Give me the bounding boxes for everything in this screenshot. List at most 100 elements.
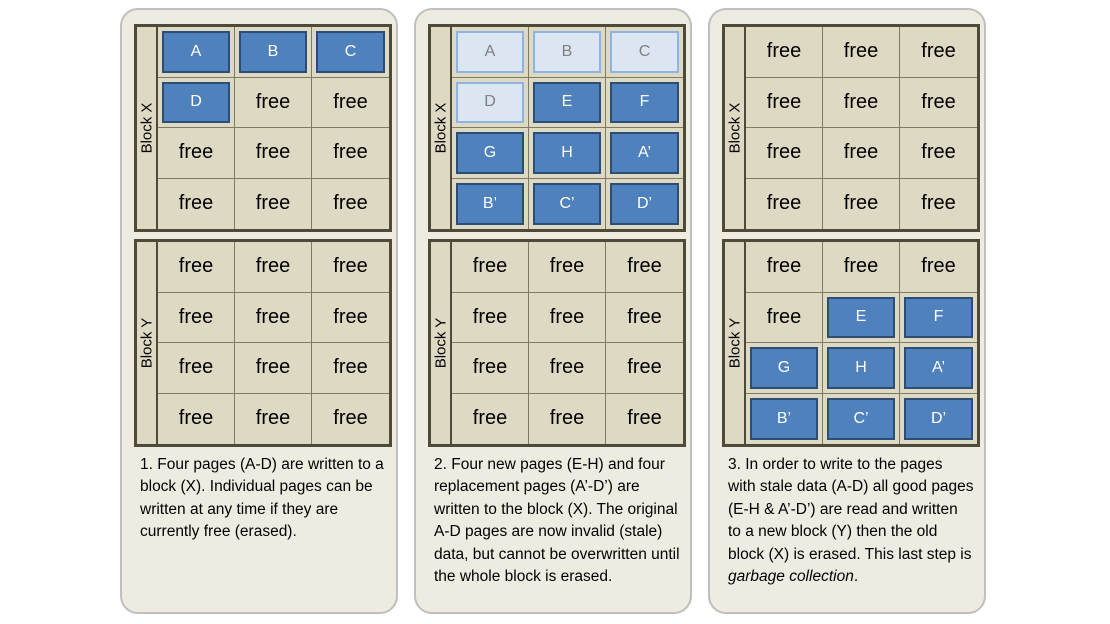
free-page-label: free (766, 90, 802, 113)
valid-page: A’ (904, 347, 973, 389)
free-page-label: free (843, 192, 879, 215)
page-slot: F (900, 293, 977, 343)
free-page-label: free (549, 356, 585, 379)
page-slot: free (823, 178, 900, 229)
page-label: B (267, 42, 279, 60)
valid-page: B’ (750, 397, 818, 440)
page-label: D’ (930, 409, 947, 427)
valid-page: F (610, 81, 679, 123)
valid-page: H (827, 347, 895, 389)
free-page-label: free (333, 255, 368, 278)
page-slot: C’ (823, 393, 900, 444)
page-slot: B’ (452, 178, 529, 229)
page-slot: F (606, 78, 683, 128)
page-label: G (777, 358, 791, 376)
page-slot: free (158, 393, 235, 444)
page-slot: B (235, 27, 312, 78)
free-page-label: free (921, 255, 956, 278)
page-slot: free (529, 242, 606, 293)
free-page-label: free (178, 141, 214, 164)
page-slot: free (312, 78, 389, 128)
page-slot: H (823, 343, 900, 394)
stale-page: C (610, 31, 679, 73)
free-page-label: free (766, 255, 802, 278)
page-slot: free (823, 242, 900, 293)
page-slot: free (529, 343, 606, 394)
free-page-label: free (472, 255, 508, 278)
page-label: C (344, 42, 357, 60)
page-slot: C (606, 27, 683, 78)
page-slot: free (606, 343, 683, 394)
page-label: F (639, 93, 650, 111)
page-slot: A (452, 27, 529, 78)
page-slot: free (235, 292, 312, 343)
free-page-label: free (255, 192, 291, 215)
page-slot: free (823, 77, 900, 128)
page-label: H (855, 358, 867, 376)
page-slot: B (529, 27, 606, 78)
page-label: A’ (931, 358, 946, 376)
page-slot: free (235, 393, 312, 444)
free-page-label: free (333, 141, 368, 164)
free-page-label: free (843, 141, 879, 164)
caption: 3. In order to write to the pages with s… (728, 456, 974, 586)
page-slot: free (746, 292, 823, 343)
page-slot: free (452, 393, 529, 444)
free-page-label: free (178, 356, 214, 379)
page-label: G (483, 143, 497, 161)
page-slot: free (746, 178, 823, 229)
page-slot: C (312, 27, 389, 78)
free-page-label: free (255, 141, 291, 164)
page-slot: free (746, 128, 823, 179)
free-page-label: free (921, 40, 956, 63)
page-slot: free (312, 242, 389, 293)
page-slot: B’ (746, 393, 823, 444)
page-label: A’ (637, 143, 652, 161)
page-label: H (561, 143, 573, 161)
page-slot: D (158, 77, 235, 128)
free-page-label: free (549, 305, 585, 328)
valid-page: D’ (904, 397, 973, 440)
block-y-label: Block Y (725, 242, 746, 444)
free-page-label: free (627, 407, 662, 430)
page-slot: free (900, 242, 977, 293)
page-slot: D’ (900, 394, 977, 445)
free-page-label: free (333, 192, 368, 215)
free-page-label: free (178, 407, 214, 430)
free-page-label: free (766, 40, 802, 63)
free-page-label: free (255, 90, 291, 113)
free-page-label: free (843, 90, 879, 113)
block-x-label: Block X (431, 27, 452, 229)
page-slot: free (900, 128, 977, 179)
page-slot: free (823, 128, 900, 179)
free-page-label: free (766, 305, 802, 328)
page-slot: free (746, 242, 823, 293)
page-label: D (484, 93, 496, 111)
page-slot: free (529, 393, 606, 444)
page-slot: free (452, 292, 529, 343)
page-slot: free (900, 179, 977, 230)
free-page-label: free (255, 255, 291, 278)
page-slot: D (452, 77, 529, 128)
block-y-label: Block Y (431, 242, 452, 444)
page-slot: free (746, 27, 823, 78)
valid-page: B (239, 31, 307, 73)
free-page-label: free (921, 141, 956, 164)
page-slot: free (235, 128, 312, 179)
free-page-label: free (333, 407, 368, 430)
page-slot: free (452, 343, 529, 394)
free-page-label: free (333, 90, 368, 113)
page-slot: G (452, 128, 529, 179)
page-slot: E (529, 77, 606, 128)
valid-page: C’ (533, 182, 601, 225)
page-slot: free (746, 77, 823, 128)
page-slot: E (823, 292, 900, 343)
